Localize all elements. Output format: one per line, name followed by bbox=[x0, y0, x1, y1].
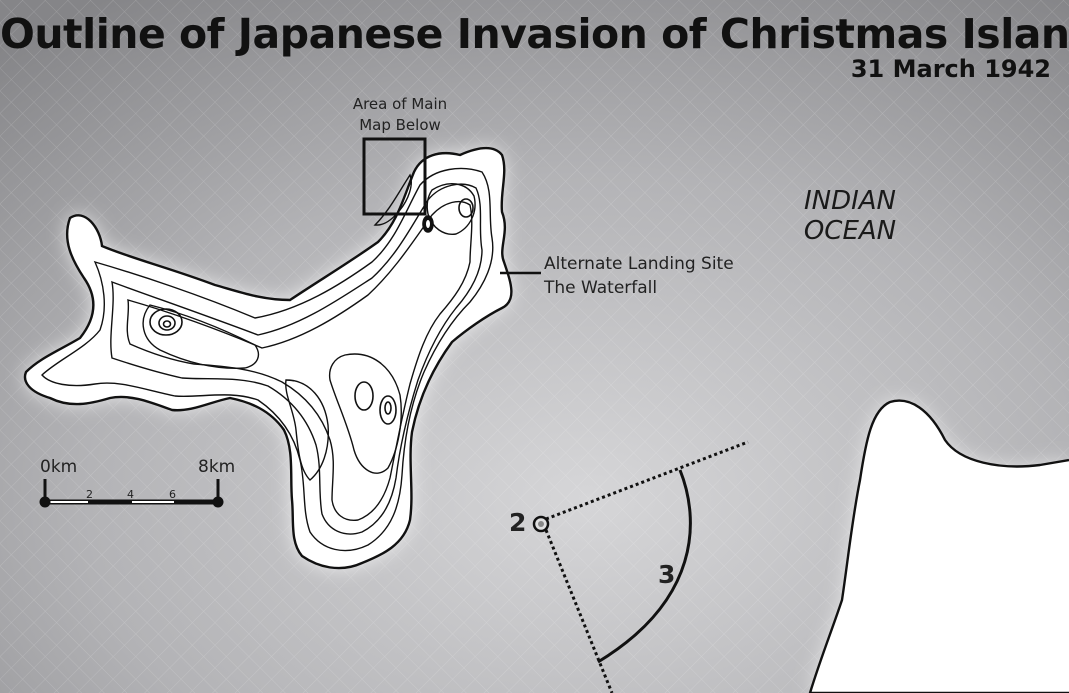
approach-routes bbox=[544, 440, 749, 693]
scale-tick-4: 4 bbox=[127, 488, 134, 501]
area-of-main-map-label: Area of Main Map Below bbox=[330, 94, 470, 136]
scale-end-label: 8km bbox=[198, 457, 236, 477]
christmas-island bbox=[23, 147, 513, 570]
position-2-label: 2 bbox=[509, 508, 527, 537]
peak-north-small-core bbox=[426, 220, 430, 228]
peak-west-outer bbox=[149, 308, 183, 336]
contour-7 bbox=[426, 183, 476, 235]
ocean-label-line-1: INDIAN bbox=[803, 186, 897, 216]
scale-bar bbox=[39, 479, 224, 508]
map-date: 31 March 1942 bbox=[850, 55, 1051, 83]
arc-sector-3 bbox=[597, 469, 692, 664]
scale-tick-2: 2 bbox=[86, 488, 93, 501]
peak-south-inner bbox=[384, 401, 392, 415]
peak-south-outer bbox=[379, 395, 397, 425]
map-title: Outline of Japanese Invasion of Christma… bbox=[0, 10, 1069, 58]
arc-3-label: 3 bbox=[658, 560, 676, 589]
coastline-east bbox=[808, 399, 1069, 693]
main-map-area-box bbox=[362, 137, 427, 216]
scale-start-label: 0km bbox=[40, 457, 78, 477]
scale-tick-6: 6 bbox=[169, 488, 176, 501]
peak-west-inner bbox=[162, 320, 172, 328]
peak-north-east bbox=[458, 198, 474, 218]
contour-lines bbox=[41, 167, 494, 552]
scale-bar-cap-left bbox=[39, 496, 51, 508]
alternate-landing-label: Alternate Landing Site The Waterfall bbox=[544, 252, 734, 300]
scale-bar-cap-right bbox=[212, 496, 224, 508]
contour-4 bbox=[142, 304, 260, 370]
contour-outer bbox=[41, 167, 494, 552]
contour-5 bbox=[285, 379, 329, 481]
area-label-line-2: Map Below bbox=[359, 116, 441, 134]
peak-markers bbox=[149, 198, 474, 425]
indian-ocean-label: INDIAN OCEAN bbox=[790, 186, 910, 246]
contour-6 bbox=[328, 353, 402, 474]
route-north-dotted bbox=[545, 440, 749, 521]
area-label-line-1: Area of Main bbox=[352, 95, 448, 113]
contour-2 bbox=[110, 183, 483, 535]
contour-8 bbox=[373, 173, 412, 226]
landing-label-line-2: The Waterfall bbox=[544, 278, 658, 298]
position-2-marker-core bbox=[538, 521, 544, 527]
landing-label-line-1: Alternate Landing Site bbox=[544, 254, 734, 274]
ocean-label-line-2: OCEAN bbox=[803, 216, 897, 246]
peak-central bbox=[354, 381, 374, 411]
contour-3 bbox=[126, 200, 473, 521]
route-south-dotted bbox=[544, 529, 614, 693]
peak-west-mid bbox=[158, 315, 176, 331]
